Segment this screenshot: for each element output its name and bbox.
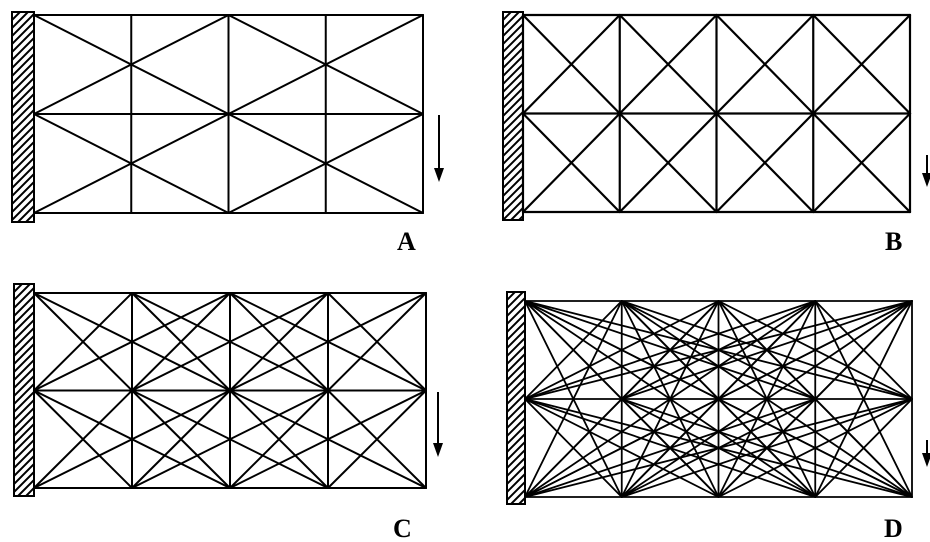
diagonal-member (715, 112, 815, 214)
diagonal-member (618, 112, 718, 214)
diagonal-member (812, 13, 912, 115)
diagonal-member (812, 112, 912, 214)
wall-hatch (12, 12, 34, 222)
panel-label-c: C (393, 514, 412, 542)
load-arrow (922, 440, 930, 467)
load-arrow (922, 155, 930, 187)
panel-b (502, 11, 930, 221)
diagonal-member (33, 389, 133, 489)
panel-d (506, 291, 930, 505)
diagonal-member (814, 398, 913, 498)
diagonal-member (327, 292, 427, 392)
diagonal-member (33, 292, 133, 392)
diagonal-member (131, 292, 231, 392)
panel-a (11, 11, 444, 223)
panel-label-a: A (397, 227, 416, 256)
diagonal-member (229, 389, 329, 489)
load-arrow (434, 115, 444, 182)
wall-hatch (507, 292, 525, 504)
panel-c (13, 283, 443, 497)
panel-label-b: B (885, 227, 902, 256)
diagonal-member (620, 398, 913, 498)
diagonal-member (620, 300, 913, 400)
diagonal-member (524, 398, 817, 498)
diagonal-member (521, 112, 621, 214)
diagonal-member (229, 292, 329, 392)
diagonal-member (715, 13, 815, 115)
diagonal-member (521, 13, 621, 115)
diagonal-member (618, 13, 718, 115)
panel-label-d: D (884, 514, 903, 542)
diagonal-member (131, 389, 231, 489)
wall-hatch (14, 284, 34, 496)
truss-frame (521, 13, 912, 214)
truss-members (521, 13, 912, 214)
load-arrow (433, 392, 443, 457)
truss-frame (524, 300, 913, 498)
wall-hatch (503, 12, 523, 220)
diagonal-member (524, 300, 817, 400)
support-wall (11, 11, 35, 223)
diagonal-member (524, 398, 623, 498)
truss-frame (33, 292, 427, 489)
diagonal-member (524, 300, 623, 400)
truss-frame (33, 14, 424, 214)
diagonal-member (327, 389, 427, 489)
